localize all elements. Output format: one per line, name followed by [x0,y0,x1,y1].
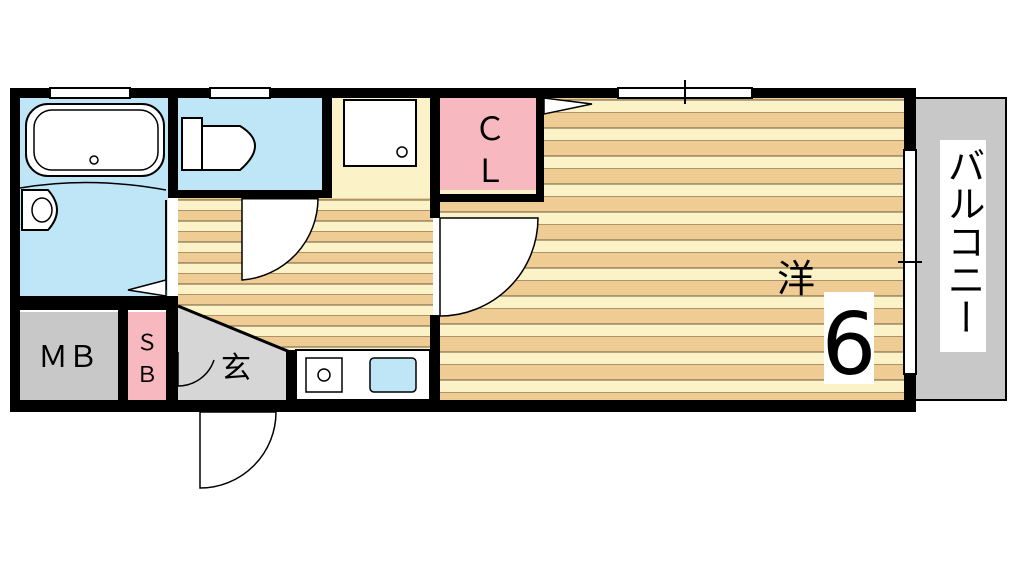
bathtub-icon [25,103,165,177]
closet-label-top: Ｃ [474,110,506,148]
toilet-icon [181,117,256,171]
stove-icon [305,357,343,393]
balcony-label: バルコニー [941,146,985,336]
sb-area [128,312,166,400]
mb-label: ＭＢ [38,340,98,375]
sb-label-bottom: Ｂ [136,363,158,388]
door-swing-icon [241,196,319,281]
window-icon [49,80,922,375]
sb-label-top: Ｓ [136,331,158,356]
closet-label-bottom: Ｌ [474,152,506,190]
door-swing-icon [199,411,277,489]
door-swing-icon [177,352,215,387]
washbasin-icon [21,189,58,231]
washer-pan-icon [343,99,417,167]
door-swing-icon [439,217,539,317]
room-size-label: 6 [822,295,877,395]
room-type-label: 洋 [777,257,815,301]
sink-icon [369,357,417,393]
entrance-floor [178,305,290,400]
entrance-label: 玄 [221,351,251,386]
closet [440,98,536,190]
mb-area [18,312,118,400]
